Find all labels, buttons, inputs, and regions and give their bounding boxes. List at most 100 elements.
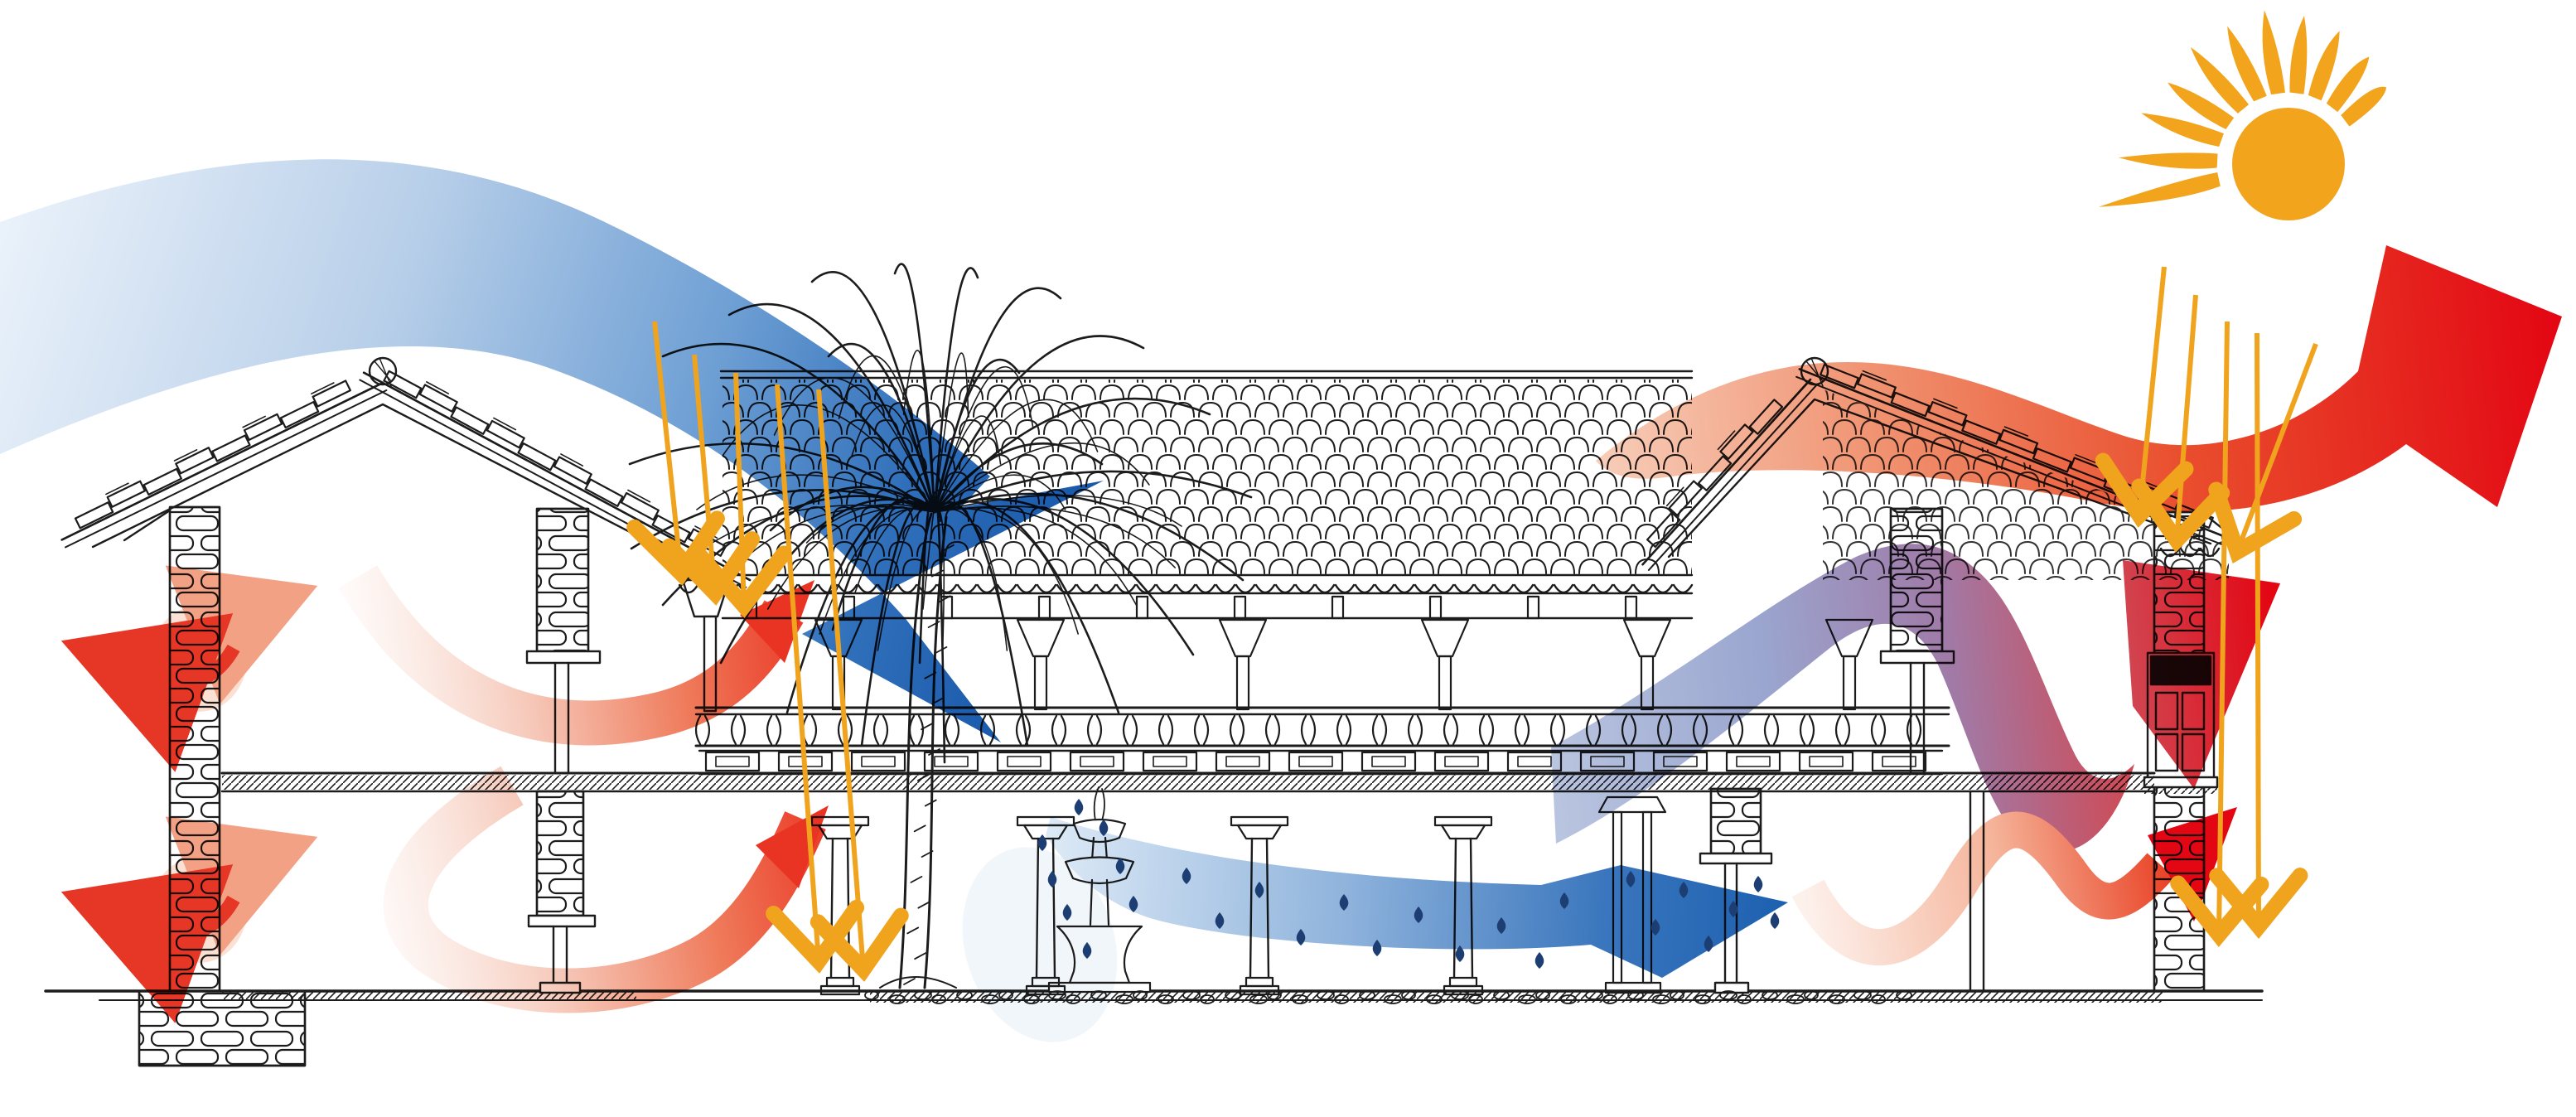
water-droplet xyxy=(1534,952,1544,969)
baluster xyxy=(1870,714,1878,746)
baluster xyxy=(1443,714,1450,746)
water-droplet xyxy=(1082,942,1092,959)
parapet-panel xyxy=(1798,751,1854,772)
eave-tile-end xyxy=(1414,583,1435,594)
baluster xyxy=(1371,714,1379,746)
cobblestone xyxy=(1670,990,1684,1000)
sunbeam-arrow xyxy=(693,372,792,618)
baluster xyxy=(1772,714,1780,746)
cobblestone xyxy=(864,990,879,1000)
roof-tile-course xyxy=(553,456,592,485)
eave-tile-end xyxy=(1314,583,1336,594)
eave-tile-end xyxy=(1592,583,1614,594)
water-droplet xyxy=(1728,901,1738,917)
trunk-texture xyxy=(910,875,923,883)
baluster xyxy=(1015,714,1022,746)
eave-tile-end xyxy=(1215,583,1236,594)
sun-ray xyxy=(2341,86,2386,127)
parapet-panel-inner xyxy=(861,756,896,767)
baluster xyxy=(810,714,818,746)
gallery-post-corbel xyxy=(1218,618,1268,658)
baluster xyxy=(1131,714,1138,746)
gallery-post-corbel xyxy=(1016,618,1066,658)
sunbeam-arrow xyxy=(2131,294,2230,553)
parapet-panel-inner xyxy=(1080,756,1114,767)
parapet-panel-inner xyxy=(1809,756,1844,767)
warm-air-wave-lower-arrowhead xyxy=(2148,807,2237,921)
gallery-post-corbel xyxy=(1420,618,1470,658)
roof-tile-course xyxy=(211,434,251,462)
eave-tile-end xyxy=(1433,583,1455,594)
eave-tile-end xyxy=(1095,583,1117,594)
baluster xyxy=(1549,714,1557,746)
roof-tile-course xyxy=(584,478,624,507)
eave-tile-end xyxy=(1195,583,1216,594)
water-droplet xyxy=(1753,876,1763,892)
trunk-texture xyxy=(914,952,927,960)
parapet-panel xyxy=(1288,751,1344,772)
baluster xyxy=(1834,714,1842,746)
baluster xyxy=(1844,714,1851,746)
eave-tile-end xyxy=(936,583,958,594)
sunbeam-arrow xyxy=(810,389,909,982)
rafter-tab xyxy=(1233,595,1247,620)
eave-tile-end xyxy=(916,583,938,594)
baluster xyxy=(1407,714,1414,746)
eave-tile-end xyxy=(1354,583,1375,594)
column-capital xyxy=(1440,824,1486,840)
eave-tile-end xyxy=(1513,583,1534,594)
sun-ray xyxy=(2141,113,2224,147)
cobblestone xyxy=(1334,994,1349,1004)
sunbeams xyxy=(626,266,2318,982)
cool-haze xyxy=(962,847,1118,1042)
sunbeam-arrow xyxy=(2095,266,2194,528)
trunk-texture xyxy=(924,799,937,807)
sun-disc xyxy=(2232,108,2345,220)
sun-icon xyxy=(2098,10,2386,220)
cobblestone xyxy=(1493,990,1510,1000)
baluster xyxy=(846,714,853,746)
water-droplet xyxy=(1496,917,1506,934)
warm-air-wave-upper-arrowhead xyxy=(2123,560,2280,789)
baluster xyxy=(944,714,951,746)
parapet-panel xyxy=(704,751,761,772)
parapet-panel xyxy=(850,751,906,772)
baluster xyxy=(1238,714,1245,746)
baluster xyxy=(1167,714,1174,746)
baluster xyxy=(775,714,782,746)
roof-tile-course xyxy=(106,480,146,508)
baluster xyxy=(1906,714,1913,746)
parapet-panel-inner xyxy=(715,756,750,767)
eave-tile-end xyxy=(1135,583,1157,594)
parapet-panel-inner xyxy=(1298,756,1333,767)
eave-tile-end xyxy=(1672,583,1694,594)
rafter-tab xyxy=(1624,595,1638,620)
parapet-panel-inner xyxy=(1225,756,1260,767)
baluster xyxy=(1523,714,1530,746)
parapet-panel-inner xyxy=(1882,756,1916,767)
gallery-post xyxy=(1438,655,1452,711)
parapet-panel xyxy=(1360,751,1417,772)
eave-tile-end xyxy=(1155,583,1177,594)
palm-frond xyxy=(933,470,1253,514)
sunbeam-arrow xyxy=(2170,321,2269,947)
cobblestone xyxy=(1292,994,1308,1004)
parapet-panel xyxy=(996,751,1052,772)
water-droplet xyxy=(1037,834,1047,851)
baluster xyxy=(988,714,996,746)
eave-tile-end xyxy=(1394,583,1415,594)
cobblestone xyxy=(914,990,932,1000)
gallery-post xyxy=(1842,655,1857,711)
water-droplet xyxy=(1626,871,1636,887)
cobblestone xyxy=(1359,990,1375,1000)
cobblestone xyxy=(1451,990,1469,1000)
cobblestone xyxy=(1652,994,1670,1004)
baluster xyxy=(1264,714,1272,746)
eave-tile-end xyxy=(1573,583,1594,594)
post-base xyxy=(1604,981,1662,994)
eave-tile-end xyxy=(1533,583,1554,594)
baluster xyxy=(872,714,880,746)
water-droplet xyxy=(1559,892,1569,909)
baluster xyxy=(882,714,889,746)
roof-tile-course xyxy=(175,447,215,475)
